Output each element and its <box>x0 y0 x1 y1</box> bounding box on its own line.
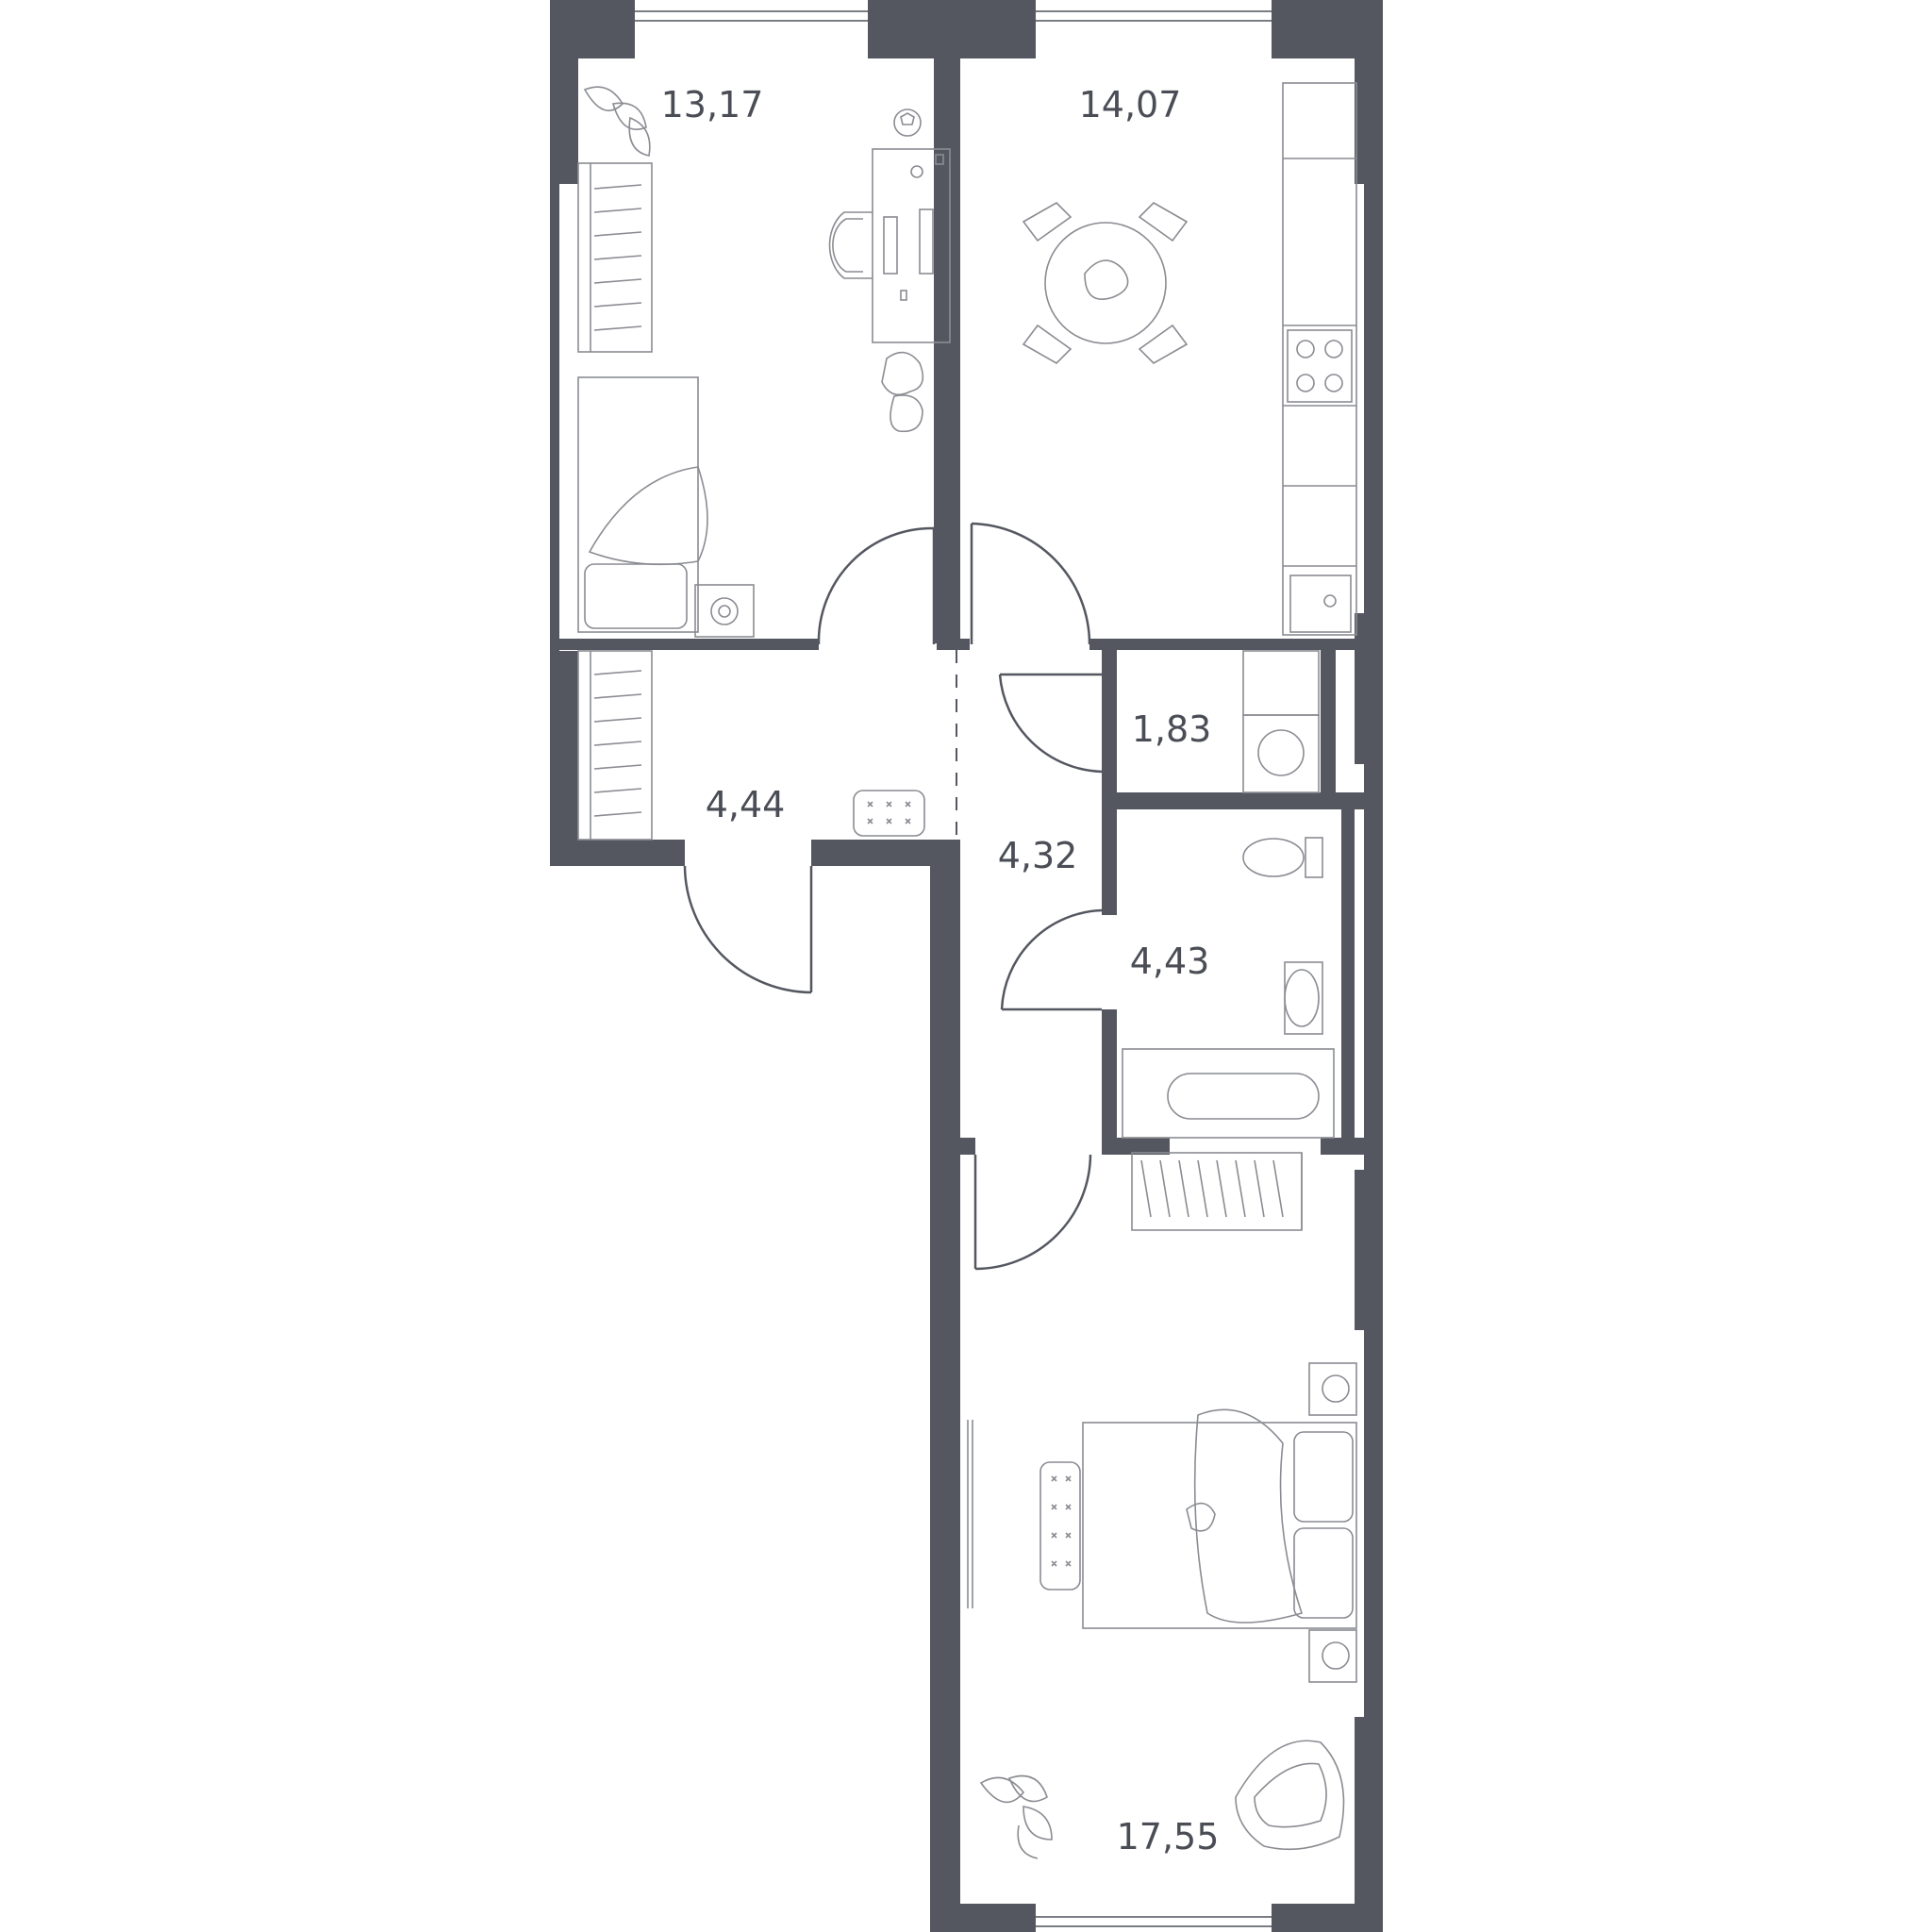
wardrobe-icon <box>1131 1152 1303 1231</box>
stove-icon <box>1287 329 1353 403</box>
sink-icon <box>1289 575 1352 633</box>
plant-icon <box>979 1774 1053 1859</box>
wardrobe-icon <box>577 162 653 353</box>
area-label-4-44: 4,44 <box>706 784 786 825</box>
washing-machine-icon <box>1242 650 1320 793</box>
rug-icon <box>1039 1461 1081 1591</box>
desk-icon <box>872 148 951 343</box>
ball-icon <box>893 108 922 137</box>
washbasin-icon <box>1284 961 1323 1035</box>
wardrobe-icon <box>577 650 653 841</box>
dining-table-icon <box>1022 202 1189 364</box>
window-top-left <box>634 8 868 55</box>
nightstand-icon <box>1308 1362 1357 1683</box>
armchair-icon <box>1235 1740 1345 1851</box>
walls <box>550 0 1383 1932</box>
window-bottom <box>1036 1916 1272 1927</box>
area-label-1-83: 1,83 <box>1132 708 1212 750</box>
bed-icon <box>577 376 708 633</box>
area-label-17-55: 17,55 <box>1117 1816 1220 1857</box>
plant-icon <box>583 86 651 157</box>
doors <box>683 522 1103 1271</box>
rug-icon <box>853 790 925 837</box>
area-label-14-07: 14,07 <box>1079 84 1182 125</box>
area-label-4-32: 4,32 <box>998 835 1078 876</box>
toys-icon <box>881 351 924 433</box>
toilet-icon <box>1242 837 1323 878</box>
kitchen-counter <box>1282 82 1357 636</box>
mirror <box>967 1420 973 1608</box>
chair-icon <box>828 211 873 279</box>
double-bed-icon <box>1082 1408 1357 1629</box>
area-label-4-43: 4,43 <box>1130 941 1210 982</box>
bathtub-icon <box>1122 1048 1335 1139</box>
area-label-13-17: 13,17 <box>661 84 764 125</box>
window-top-right <box>1036 8 1272 55</box>
nightstand-icon <box>694 584 755 638</box>
